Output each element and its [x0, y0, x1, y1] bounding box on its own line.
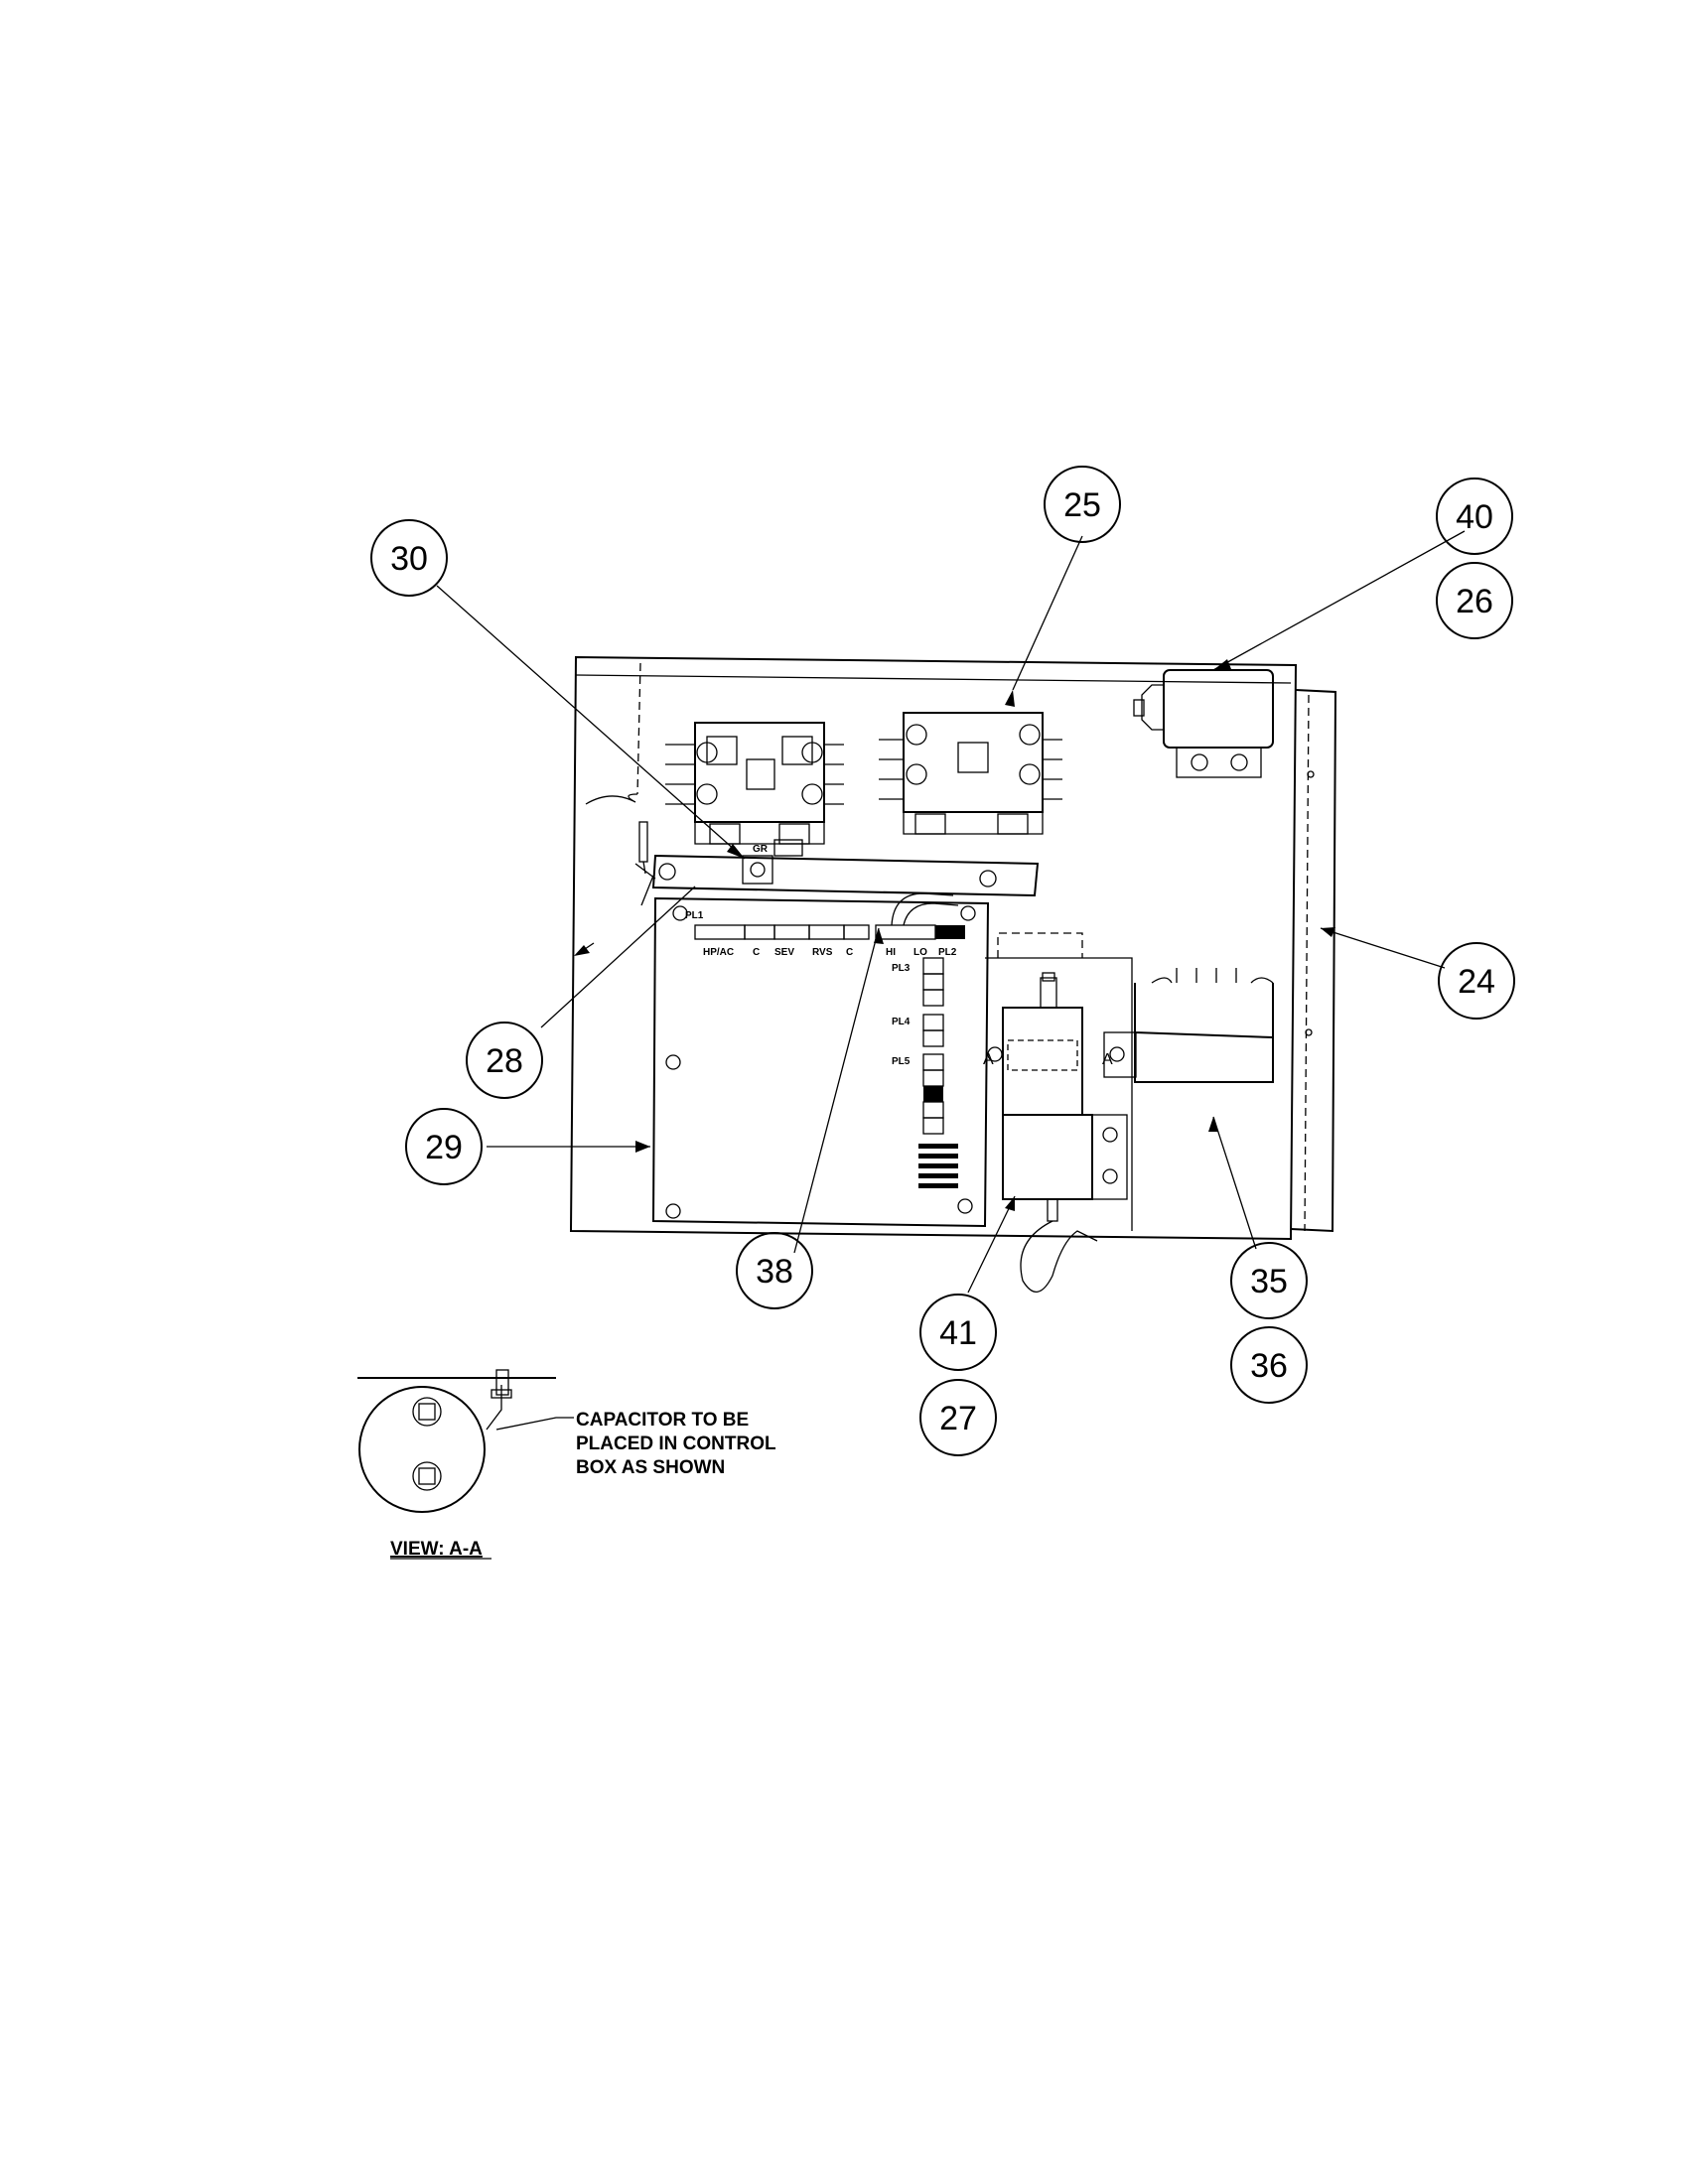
wire-tie-left: [634, 821, 656, 906]
hpac-label: HP/AC: [703, 947, 734, 958]
callout-30: 30: [370, 519, 448, 597]
callout-24: 24: [1438, 942, 1515, 1020]
section-a-right: A: [1102, 1051, 1113, 1068]
svg-text:25: 25: [1063, 486, 1101, 524]
callout-40: 40: [1436, 478, 1513, 555]
control-box-panel: [569, 655, 1337, 1241]
pl5-label: PL5: [892, 1056, 911, 1067]
view-a-a-detail: CAPACITOR TO BE PLACED IN CONTROL BOX AS…: [357, 1369, 776, 1560]
ground-label: GR: [753, 844, 769, 855]
lo-label: LO: [913, 947, 927, 958]
callout-25: 25: [1044, 466, 1121, 543]
callout-29: 29: [405, 1108, 483, 1185]
terminal-block-right: [1103, 968, 1274, 1083]
svg-text:24: 24: [1458, 963, 1495, 1001]
callout-36: 36: [1230, 1326, 1308, 1404]
pl3-label: PL3: [892, 963, 911, 974]
callout-38: 38: [736, 1232, 813, 1309]
relay-left: [665, 722, 844, 845]
callout-27: 27: [919, 1379, 997, 1456]
c1-label: C: [753, 947, 760, 958]
pl2-label: PL2: [938, 947, 957, 958]
leader-arrowheads: [574, 659, 1335, 1211]
svg-text:36: 36: [1250, 1347, 1288, 1385]
note-line-2: PLACED IN CONTROL: [576, 1433, 776, 1454]
control-board: PL1 HP/AC C SEV RVS C HI LO PL2 PL3 PL4 …: [651, 892, 990, 1228]
leader-lines: [436, 530, 1466, 1294]
svg-text:38: 38: [756, 1253, 793, 1291]
svg-text:30: 30: [390, 540, 428, 578]
hi-label: HI: [886, 947, 896, 958]
pl1-label: PL1: [685, 910, 704, 921]
callout-28: 28: [466, 1022, 543, 1099]
callout-35: 35: [1230, 1242, 1308, 1319]
note-line-1: CAPACITOR TO BE: [576, 1410, 749, 1431]
callout-41: 41: [919, 1294, 997, 1371]
section-a-left: A: [983, 1051, 994, 1068]
view-label: VIEW: A-A: [390, 1539, 483, 1560]
svg-text:29: 29: [425, 1129, 463, 1166]
callout-26: 26: [1436, 562, 1513, 639]
svg-text:28: 28: [486, 1042, 523, 1080]
svg-text:35: 35: [1250, 1263, 1288, 1300]
capacitor-bracket: A A: [983, 932, 1133, 1293]
sev-label: SEV: [774, 947, 794, 958]
svg-text:26: 26: [1456, 583, 1493, 620]
run-capacitor-top: [1133, 669, 1274, 778]
rvs-label: RVS: [812, 947, 833, 958]
ground-bar: GR: [651, 839, 1040, 897]
svg-text:41: 41: [939, 1314, 977, 1352]
svg-text:27: 27: [939, 1400, 977, 1437]
svg-text:40: 40: [1456, 498, 1493, 536]
relay-center: [879, 712, 1062, 835]
pl4-label: PL4: [892, 1017, 911, 1027]
c2-label: C: [846, 947, 853, 958]
note-line-3: BOX AS SHOWN: [576, 1457, 725, 1478]
